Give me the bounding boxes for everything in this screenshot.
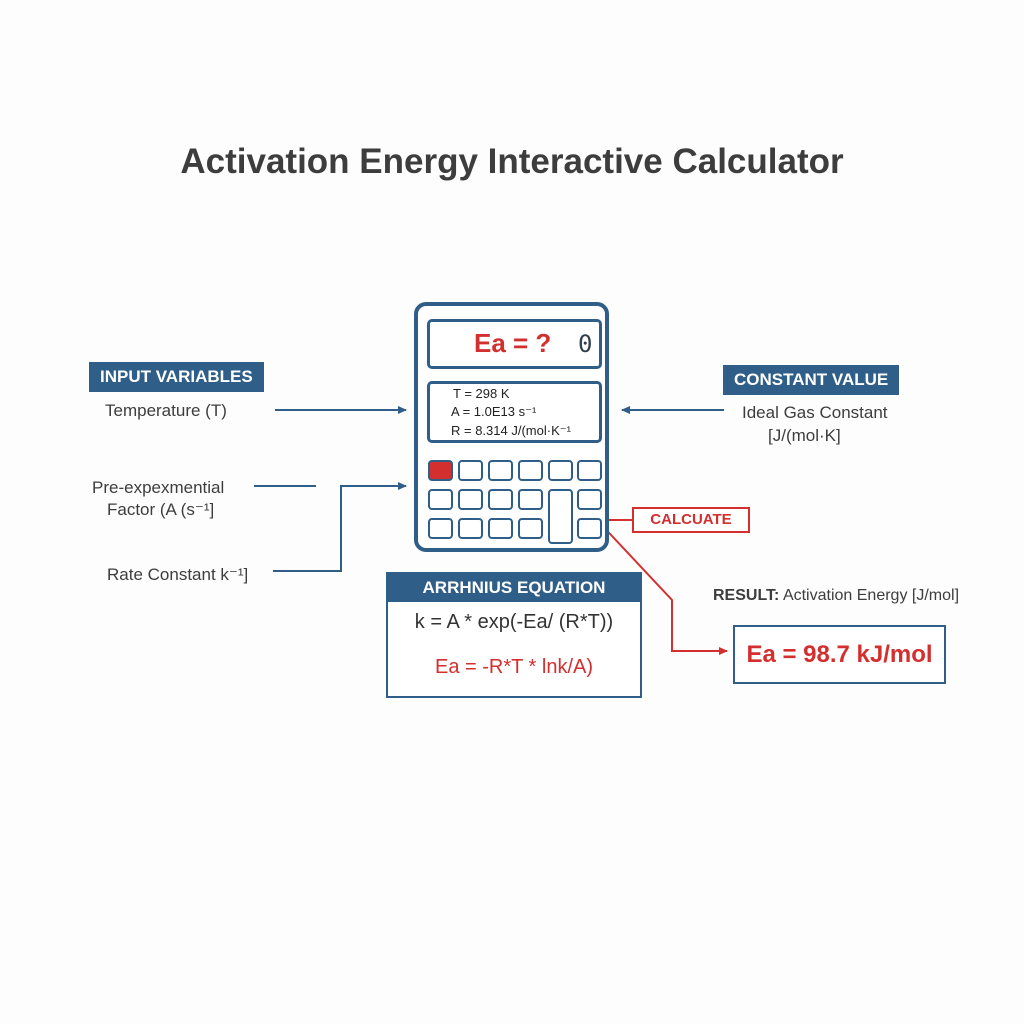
display-equation: Ea = ? — [474, 328, 552, 358]
calc-key[interactable] — [488, 518, 513, 539]
calc-key[interactable] — [518, 518, 543, 539]
calc-key[interactable] — [458, 518, 483, 539]
value-gas-constant: R = 8.314 J/(mol·K⁻¹ — [451, 423, 571, 438]
calc-key[interactable] — [488, 460, 513, 481]
value-temperature: T = 298 K — [453, 386, 510, 401]
calc-key[interactable] — [548, 460, 573, 481]
calc-key[interactable] — [488, 489, 513, 510]
rate-constant-label: Rate Constant k⁻¹] — [107, 565, 249, 584]
calculator-display — [427, 319, 602, 369]
gas-constant-label: Ideal Gas Constant — [742, 403, 888, 422]
display-digit: 0 — [578, 330, 593, 358]
calculate-button[interactable]: CALCUATE — [632, 507, 750, 533]
calc-key[interactable] — [518, 460, 543, 481]
gas-constant-units: [J/(mol·K] — [768, 426, 841, 445]
calc-key-tall[interactable] — [548, 489, 573, 544]
value-prefactor: A = 1.0E13 s⁻¹ — [451, 404, 537, 419]
calculator-values-screen — [427, 381, 602, 443]
rate-constant-arrow — [273, 482, 407, 572]
equation-line2: Ea = -R*T * lnk/A) — [434, 656, 594, 678]
result-label: RESULT: Activation Energy [J/mol] — [713, 587, 959, 605]
calc-key[interactable] — [428, 518, 453, 539]
input-variables-header: INPUT VARIABLES — [89, 362, 264, 392]
calc-key[interactable] — [518, 489, 543, 510]
calc-key[interactable] — [577, 460, 602, 481]
prefactor-label-line1: Pre-expexmential — [92, 478, 225, 497]
calc-key[interactable] — [458, 489, 483, 510]
equation-header: ARRHNIUS EQUATION — [388, 574, 640, 602]
constant-value-header: CONSTANT VALUE — [723, 365, 900, 395]
equation-line1: k = A * exp(-Ea/ (R*T)) — [414, 611, 614, 633]
calc-key[interactable] — [428, 489, 453, 510]
calc-key[interactable] — [428, 460, 453, 481]
calc-key[interactable] — [577, 518, 602, 539]
calc-key[interactable] — [577, 489, 602, 510]
calc-key[interactable] — [458, 460, 483, 481]
result-value-box: Ea = 98.7 kJ/mol — [733, 625, 946, 684]
prefactor-label-line2: Factor (A (s⁻¹] — [107, 500, 215, 519]
result-arrow — [596, 519, 728, 655]
result-label-bold: RESULT: — [713, 587, 780, 604]
temperature-label: Temperature (T) — [105, 401, 227, 420]
result-label-text: Activation Energy [J/mol] — [782, 587, 960, 604]
page-title: Activation Energy Interactive Calculator — [180, 142, 844, 181]
